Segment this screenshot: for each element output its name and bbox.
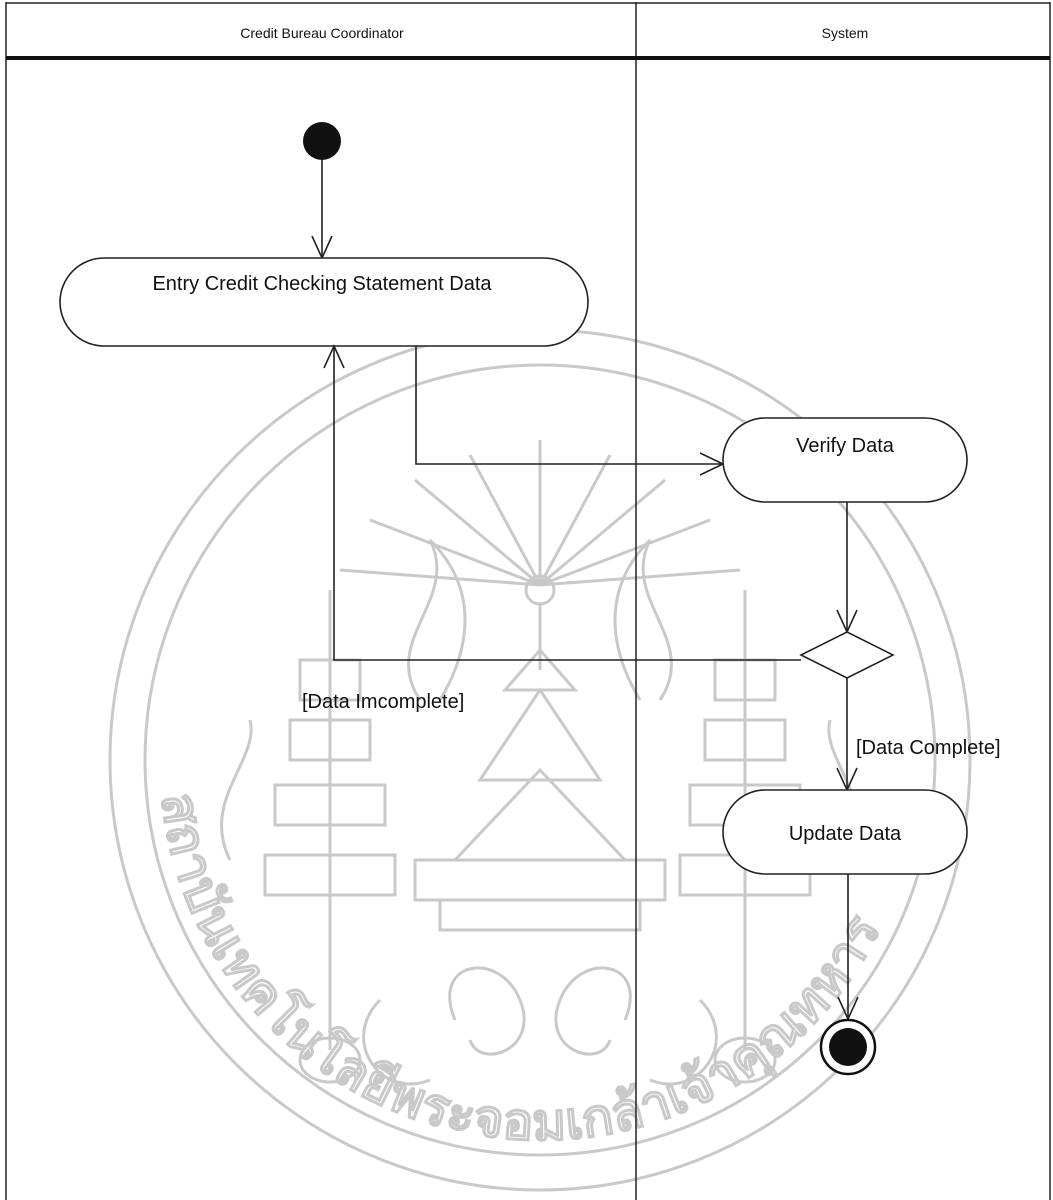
guard-data-incomplete: [Data Imcomplete] bbox=[302, 691, 464, 713]
arrowhead-icon bbox=[323, 344, 345, 369]
swimlane-frame bbox=[5, 2, 1051, 1200]
action-update-data bbox=[722, 789, 968, 875]
action-entry-credit-checking bbox=[59, 257, 589, 347]
flow-decision-to-entry bbox=[333, 346, 801, 661]
sun-rays bbox=[339, 440, 741, 606]
left-parasol bbox=[263, 590, 397, 1084]
action-verify-label: Verify Data bbox=[796, 435, 895, 457]
final-node bbox=[819, 1018, 877, 1076]
action-update-label: Update Data bbox=[789, 823, 902, 845]
lane-title-system: System bbox=[822, 25, 869, 41]
decision-node bbox=[799, 631, 895, 679]
initial-node bbox=[303, 122, 341, 160]
guard-data-complete: [Data Complete] bbox=[856, 737, 1001, 759]
lane-title-credit-bureau-coordinator: Credit Bureau Coordinator bbox=[240, 25, 404, 41]
action-entry-label: Entry Credit Checking Statement Data bbox=[152, 273, 492, 295]
flow-entry-to-verify bbox=[415, 346, 723, 465]
action-verify-data bbox=[722, 417, 968, 503]
central-crown bbox=[413, 605, 667, 1056]
